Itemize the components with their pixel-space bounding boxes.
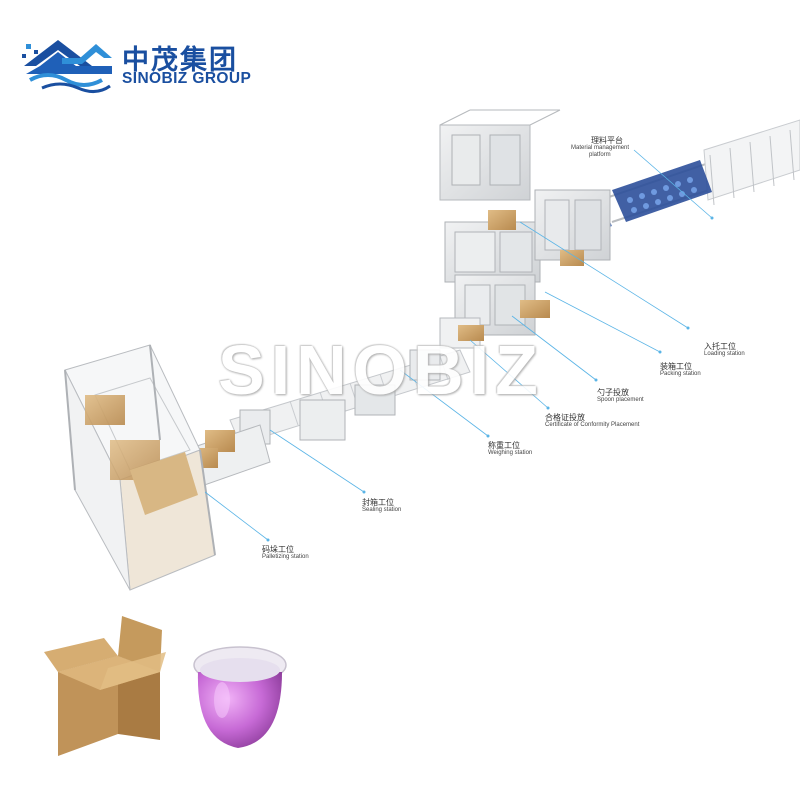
- callout-material-en: Material management: [571, 145, 630, 152]
- callout-spoon-en: Spoon placement: [597, 397, 644, 404]
- brand-name-cn: 中茂集团: [122, 45, 238, 76]
- leader-lines: [204, 149, 713, 541]
- callout-certificate-placement: 合格证投放 Certificate of Conformity Placemen…: [545, 413, 639, 429]
- callout-material-management: 理料平台 Material management platform: [571, 136, 629, 159]
- sinobiz-logo-mark: [22, 40, 112, 93]
- callout-palletizing-cn: 码垛工位: [262, 545, 294, 554]
- callout-palletizing-en: Palletizing station: [262, 554, 309, 561]
- callout-sealing-station: 封箱工位 Sealing station: [362, 498, 401, 514]
- callout-spoon-cn: 勺子投放: [597, 388, 629, 397]
- callout-weighing-station: 称重工位 Weighing station: [488, 441, 532, 457]
- callout-material-cn: 理料平台: [591, 136, 623, 145]
- callout-packing-en: Packing station: [660, 371, 701, 378]
- capsule-cup-icon: [193, 646, 287, 748]
- spoon-certificate-machine: [439, 274, 550, 349]
- brand-logo: 中茂集团 SINOBIZ GROUP: [20, 38, 270, 98]
- callout-loading-cn: 入托工位: [704, 342, 736, 351]
- conveyor-middle: [229, 349, 471, 445]
- callout-packing-station: 装箱工位 Packing station: [660, 362, 701, 378]
- material-management-machine: [439, 109, 561, 201]
- callout-palletizing-station: 码垛工位 Palletizing station: [262, 545, 309, 561]
- callout-sealing-cn: 封箱工位: [362, 498, 394, 507]
- leader-dots: [266, 216, 714, 542]
- callout-weighing-cn: 称重工位: [488, 441, 520, 450]
- callout-material-en-2: platform: [589, 152, 611, 159]
- callout-certificate-en: Certificate of Conformity Placement: [545, 422, 640, 429]
- carton-box-icon: [44, 616, 166, 756]
- callout-packing-cn: 装箱工位: [660, 362, 692, 371]
- watermark: SINOBIZ: [218, 331, 544, 409]
- callout-certificate-cn: 合格证投放: [545, 413, 585, 422]
- packing-machine: [444, 189, 611, 283]
- palletizing-cell: [64, 344, 216, 591]
- callout-weighing-en: Weighing station: [488, 450, 533, 457]
- callout-sealing-en: Sealing station: [362, 507, 402, 514]
- callout-loading-station: 入托工位 Loading station: [704, 342, 745, 358]
- callout-spoon-placement: 勺子投放 Spoon placement: [597, 388, 644, 404]
- brand-name-en: SINOBIZ GROUP: [122, 70, 252, 87]
- callout-loading-en: Loading station: [704, 351, 745, 358]
